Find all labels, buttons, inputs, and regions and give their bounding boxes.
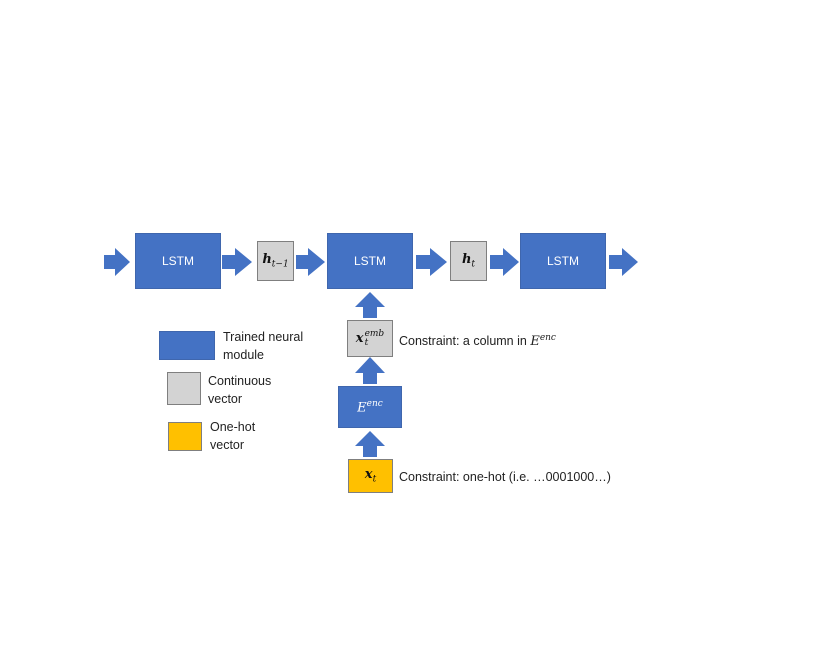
lstm-module-1: LSTM (135, 233, 221, 289)
embedding-constraint-label: Constraint: a column in Eenc (399, 333, 556, 350)
arrow-hcur-to-lstm3 (490, 248, 519, 276)
hidden-state-prev: ht−1 (257, 241, 294, 281)
arrow-lstm2-to-hcur (416, 248, 447, 276)
hidden-state-current: ht (450, 241, 487, 281)
arrow-input-left (104, 248, 130, 276)
legend-onehot-label: One-hot vector (210, 420, 256, 452)
lstm-label: LSTM (546, 254, 579, 268)
input-constraint-label: Constraint: one-hot (i.e. …0001000…) (399, 470, 611, 484)
arrow-lstm1-to-hprev (222, 248, 252, 276)
legend-trained-swatch (159, 331, 215, 360)
legend-trained-label: Trained neural module (223, 330, 304, 362)
lstm-label: LSTM (353, 254, 386, 268)
lstm-label: LSTM (161, 254, 194, 268)
legend-onehot-swatch (168, 422, 202, 451)
lstm-module-3: LSTM (520, 233, 606, 289)
arrow-emb-to-lstm2 (355, 292, 385, 318)
arrow-input-to-encoder (355, 431, 385, 457)
arrow-encoder-to-emb (355, 357, 385, 384)
embedding-vector: x emb t (347, 320, 393, 357)
lstm-module-2: LSTM (327, 233, 413, 289)
legend-continuous-swatch (167, 372, 201, 405)
arrow-hprev-to-lstm2 (296, 248, 325, 276)
legend-continuous-label: Continuous vector (208, 374, 272, 406)
one-hot-input: xt (348, 459, 393, 493)
encoder-embedding-matrix: Eenc (338, 386, 402, 428)
arrow-output-right (609, 248, 638, 276)
